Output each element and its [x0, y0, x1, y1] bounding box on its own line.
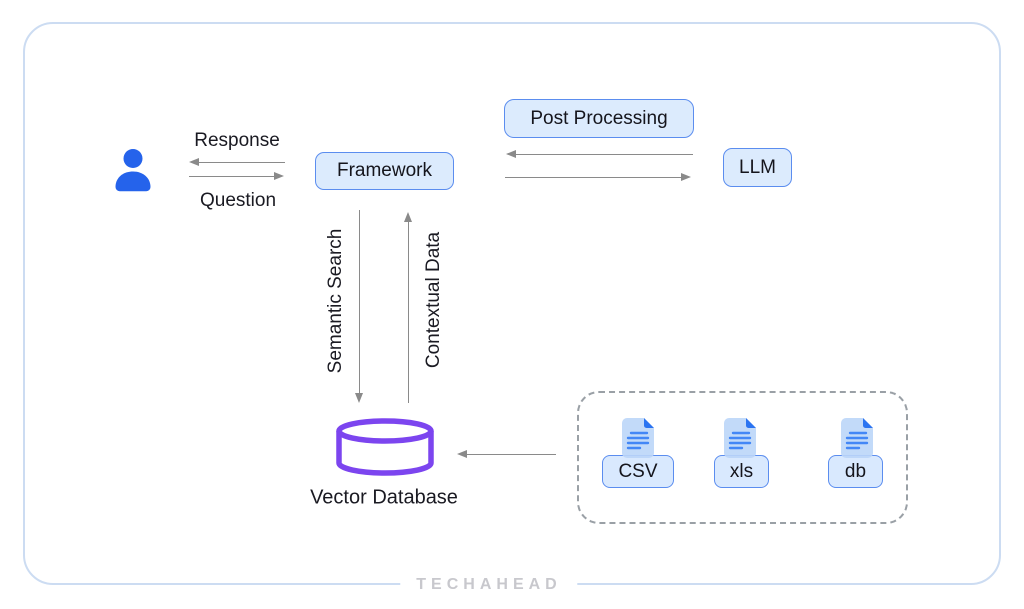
- csv-file-label: CSV: [602, 455, 674, 488]
- framework-to-llm-arrow: [505, 173, 691, 182]
- contextual-data-arrow: [404, 212, 413, 403]
- xls-file-label: xls: [714, 455, 769, 488]
- vector-database-label: Vector Database: [310, 486, 458, 509]
- data-sources-group: [577, 391, 908, 524]
- db-file-label: db: [828, 455, 883, 488]
- llm-box: LLM: [723, 148, 792, 187]
- csv-document-icon: [622, 418, 654, 458]
- database-cylinder-icon: [336, 418, 434, 476]
- sources-to-vectordb-arrow: [457, 450, 556, 459]
- xls-document-icon: [724, 418, 756, 458]
- question-arrow: [189, 172, 284, 181]
- semantic-search-label: Semantic Search: [325, 228, 346, 374]
- semantic-search-arrow: [355, 210, 364, 403]
- post-processing-box: Post Processing: [504, 99, 694, 138]
- techahead-logo: TECHAHEAD: [400, 576, 578, 594]
- response-arrow: [189, 158, 285, 167]
- framework-box: Framework: [315, 152, 454, 190]
- llm-to-postprocessing-arrow: [506, 150, 693, 159]
- user-icon: [115, 149, 151, 192]
- question-label: Question: [199, 190, 277, 211]
- response-label: Response: [194, 130, 280, 151]
- db-document-icon: [841, 418, 873, 458]
- contextual-data-label: Contextual Data: [423, 231, 444, 369]
